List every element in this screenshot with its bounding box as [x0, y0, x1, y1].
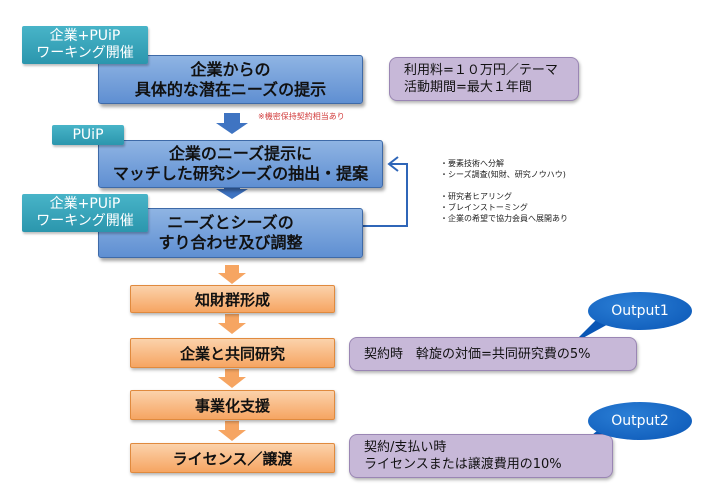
- tag-company-puip-working-1: 企業+PUiP ワーキング開催: [22, 26, 148, 64]
- side-notes: ・要素技術へ分解 ・シーズ調査(知財、研究ノウハウ) ・研究者ヒアリング ・ブレ…: [440, 158, 568, 224]
- tag-puip: PUiP: [52, 125, 124, 145]
- side-note-2: ・シーズ調査(知財、研究ノウハウ): [440, 170, 566, 179]
- output2-bubble: Output2: [588, 402, 692, 440]
- step1-line1: 企業からの: [190, 59, 271, 79]
- feedback-loop-arrowhead: [387, 156, 399, 172]
- note-license-fee: 契約/支払い時 ライセンスまたは譲渡費用の10%: [349, 434, 613, 478]
- contract-fee-text: 契約時 斡旋の対価=共同研究費の5%: [364, 346, 591, 362]
- tag3-line2: ワーキング開催: [36, 213, 134, 229]
- side-note-5: ・企業の希望で協力会員へ展開あり: [440, 214, 568, 223]
- tag1-line2: ワーキング開催: [36, 45, 134, 61]
- side-note-1: ・要素技術へ分解: [440, 159, 504, 168]
- side-note-3: ・研究者ヒアリング: [440, 192, 512, 201]
- fee-line: 利用料=１０万円／テーマ: [404, 63, 558, 78]
- step3-line1: ニーズとシーズの: [167, 213, 294, 232]
- step-commercialization: 事業化支援: [130, 390, 335, 420]
- tag-company-puip-working-2: 企業+PUiP ワーキング開催: [22, 194, 148, 232]
- confidentiality-note: ※機密保持契約相当あり: [258, 112, 345, 121]
- down-arrow-3: [218, 265, 246, 284]
- down-arrow-6: [218, 421, 246, 441]
- feedback-loop-line: [362, 163, 408, 227]
- side-note-4: ・ブレインストーミング: [440, 203, 528, 212]
- note-fee-period: 利用料=１０万円／テーマ 活動期間=最大１年間: [389, 57, 579, 101]
- tag1-line1: 企業+PUiP: [49, 28, 121, 44]
- output1-bubble: Output1: [588, 292, 692, 330]
- step-matching-adjustment: ニーズとシーズの すり合わせ及び調整: [98, 208, 363, 258]
- step2-line2: マッチした研究シーズの抽出・提案: [112, 164, 369, 183]
- payment-line1: 契約/支払い時: [364, 440, 447, 455]
- step-joint-research: 企業と共同研究: [130, 338, 335, 368]
- step-ip-formation: 知財群形成: [130, 285, 335, 313]
- payment-line2: ライセンスまたは譲渡費用の10%: [364, 457, 562, 472]
- down-arrow-1: [216, 113, 248, 134]
- down-arrow-4: [218, 314, 246, 334]
- step2-line1: 企業のニーズ提示に: [168, 144, 313, 163]
- down-arrow-5: [218, 369, 246, 388]
- step-seeds-extraction: 企業のニーズ提示に マッチした研究シーズの抽出・提案: [98, 140, 383, 188]
- period-line: 活動期間=最大１年間: [404, 80, 532, 95]
- tag3-line1: 企業+PUiP: [49, 196, 121, 212]
- step-license-transfer: ライセンス／譲渡: [130, 443, 335, 473]
- step1-line2: 具体的な潜在ニーズの提示: [134, 79, 327, 99]
- note-contract-fee: 契約時 斡旋の対価=共同研究費の5%: [349, 337, 637, 371]
- step3-line2: すり合わせ及び調整: [158, 233, 303, 252]
